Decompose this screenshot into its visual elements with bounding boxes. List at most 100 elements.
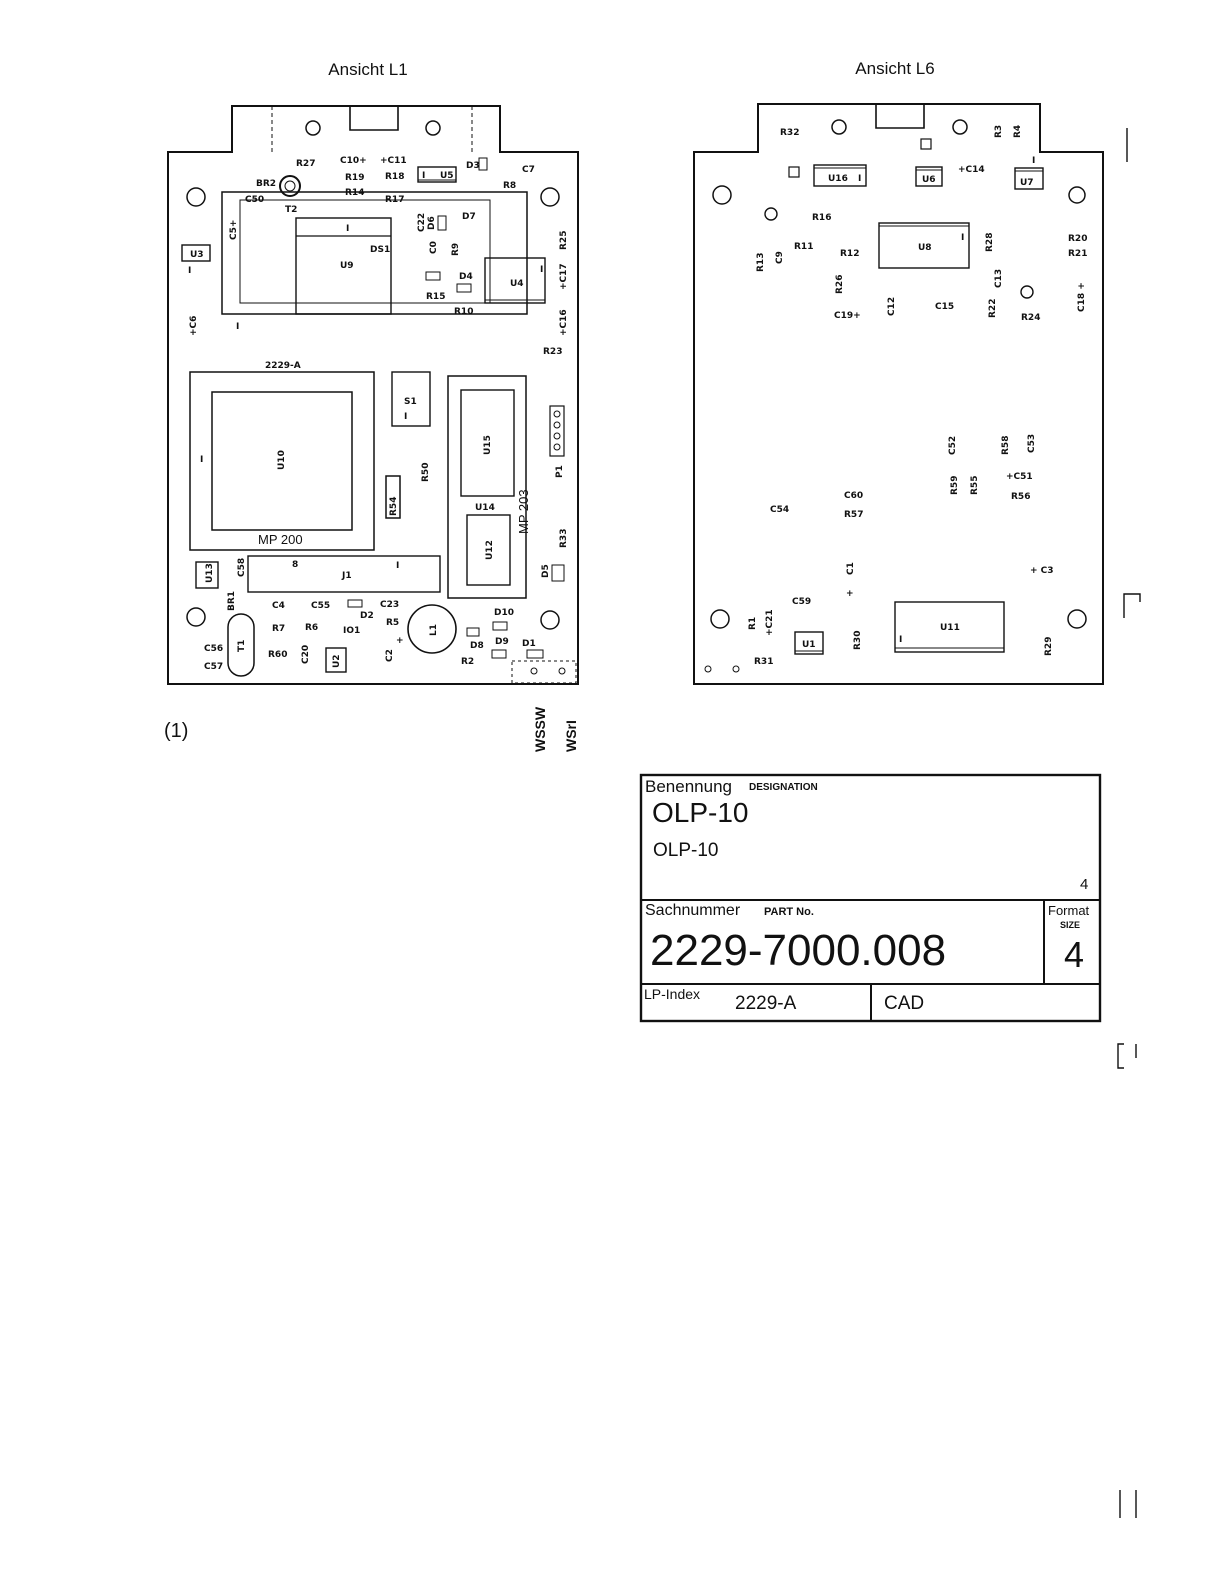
component-label-j1-pin1: I <box>396 561 399 571</box>
component-label-u7-pin: I <box>1032 156 1035 166</box>
component-label-d3: D3 <box>466 161 480 171</box>
component-label-r7: R7 <box>272 624 285 634</box>
component-label-r1: R1 <box>748 617 758 630</box>
designation-label-en: DESIGNATION <box>749 782 818 793</box>
left-view-title: Ansicht L1 <box>328 60 407 79</box>
sheet-mark: 4 <box>1080 876 1089 893</box>
name-large: OLP-10 <box>652 797 749 828</box>
component-label-r17: R17 <box>385 195 404 205</box>
connector-label-wssw: WSSW <box>532 706 548 752</box>
right-view-title: Ansicht L6 <box>855 59 934 78</box>
component-label-c6: +C6 <box>189 316 199 336</box>
component-label-br2: BR2 <box>256 179 276 189</box>
part-number-label: Sachnummer <box>645 902 741 919</box>
component-label-d5: D5 <box>541 564 551 578</box>
left-board <box>167 105 579 685</box>
component-label-board-id: 2229-A <box>265 361 301 371</box>
component-label-r27: R27 <box>296 159 315 169</box>
component-label-c54: C54 <box>770 505 789 515</box>
component-label-r54: R54 <box>389 497 399 516</box>
component-label-c12: C12 <box>887 297 897 316</box>
component-label-r4: R4 <box>1013 125 1023 138</box>
component-label-c1: C1 <box>846 562 856 575</box>
component-label-d6: D6 <box>427 216 437 230</box>
component-label-r30: R30 <box>853 631 863 650</box>
component-label-u6: U6 <box>922 175 936 185</box>
component-label-d7: D7 <box>462 212 476 222</box>
connector-label-wsri: WSrI <box>563 720 579 752</box>
component-label-br1: BR1 <box>227 591 237 611</box>
component-label-r59: R59 <box>950 476 960 495</box>
component-label-r55: R55 <box>970 476 980 495</box>
component-label-c60: C60 <box>844 491 863 501</box>
component-label-r18: R18 <box>385 172 404 182</box>
component-label-io1: IO1 <box>343 626 360 636</box>
component-label-u3-pin: I <box>188 266 191 276</box>
name-small: OLP-10 <box>653 840 719 861</box>
component-label-r25: R25 <box>559 231 569 250</box>
part-number-label-en: PART No. <box>764 906 814 918</box>
component-label-u12: U12 <box>485 540 495 560</box>
component-label-c55: C55 <box>311 601 330 611</box>
component-label-r24: R24 <box>1021 313 1040 323</box>
component-label-u8: U8 <box>918 243 932 253</box>
component-label-u9: U9 <box>340 261 354 271</box>
left-board-labels: R27 C10+ +C11 R19 R18 R14 I U5 D3 C7 R8 … <box>188 156 569 672</box>
mp200-label: MP 200 <box>258 532 303 547</box>
component-label-r9: R9 <box>451 243 461 256</box>
component-label-r57: R57 <box>844 510 863 520</box>
component-label-d2: D2 <box>360 611 374 621</box>
lp-index-label: LP-Index <box>644 986 701 1002</box>
component-label-u8-pin: I <box>961 233 964 243</box>
component-label-r23: R23 <box>543 347 562 357</box>
component-label-c1p: + <box>846 589 854 599</box>
component-label-r2: R2 <box>461 657 474 667</box>
component-label-t2: T2 <box>285 205 297 215</box>
component-label-c18: C18 + <box>1077 282 1087 312</box>
component-label-ds1: DS1 <box>370 245 390 255</box>
component-label-r14: R14 <box>345 188 364 198</box>
component-label-u10-pin: I <box>200 455 203 465</box>
component-label-d4: D4 <box>459 272 473 282</box>
component-label-d8: D8 <box>470 641 484 651</box>
component-label-d10: D10 <box>494 608 514 618</box>
component-label-u14: U14 <box>475 503 495 513</box>
component-label-u16-pin: I <box>858 174 861 184</box>
component-label-c9: C9 <box>775 251 785 264</box>
component-label-c50: C50 <box>245 195 264 205</box>
component-label-r58: R58 <box>1001 436 1011 455</box>
right-board <box>693 103 1104 685</box>
component-label-u3: U3 <box>190 250 204 260</box>
component-label-l1: L1 <box>429 624 439 636</box>
title-block-frame <box>639 773 1102 1023</box>
component-label-c21: +C21 <box>765 609 775 636</box>
component-label-c14: +C14 <box>958 165 985 175</box>
component-label-r29: R29 <box>1044 637 1054 656</box>
component-label-u4: U4 <box>510 279 524 289</box>
component-label-c57: C57 <box>204 662 223 672</box>
component-label-u16: U16 <box>828 174 848 184</box>
component-label-r50: R50 <box>421 463 431 482</box>
component-label-u9-pin: I <box>346 224 349 234</box>
component-label-u4-pin: I <box>540 265 543 275</box>
component-label-r21: R21 <box>1068 249 1087 259</box>
component-label-c23: C23 <box>380 600 399 610</box>
component-label-r19: R19 <box>345 173 364 183</box>
component-label-u7: U7 <box>1020 178 1034 188</box>
component-label-c52: C52 <box>948 436 958 455</box>
component-label-c20: C20 <box>301 645 311 664</box>
component-label-u13: U13 <box>205 563 215 583</box>
component-label-c4: C4 <box>272 601 285 611</box>
component-label-c7: C7 <box>522 165 535 175</box>
component-label-d1: D1 <box>522 639 536 649</box>
designation-label: Benennung <box>645 777 732 796</box>
component-label-s1-pin: I <box>404 412 407 422</box>
component-label-j1-pin8: 8 <box>292 560 298 570</box>
component-label-r15: R15 <box>426 292 445 302</box>
format-value: 4 <box>1064 934 1085 975</box>
component-label-c53: C53 <box>1027 434 1037 453</box>
component-label-u10: U10 <box>277 450 287 470</box>
component-label-r5: R5 <box>386 618 399 628</box>
component-label-u5-pin: I <box>422 171 425 181</box>
lp-index-value: 2229-A <box>735 993 797 1014</box>
